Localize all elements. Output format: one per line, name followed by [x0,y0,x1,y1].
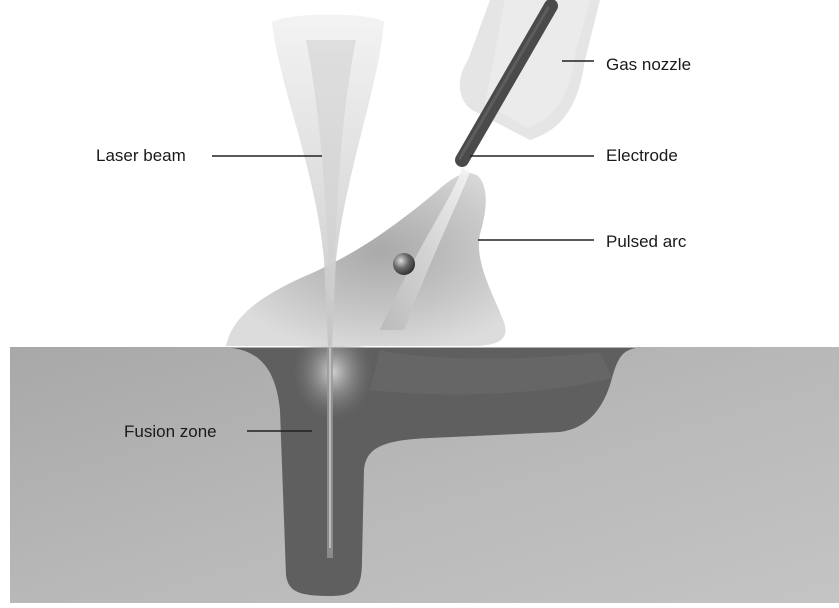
laser-beam-label: Laser beam [96,146,186,166]
droplet [393,253,415,275]
pulsed-arc-plume [226,173,506,346]
pulsed-arc-label: Pulsed arc [606,232,686,252]
electrode-label: Electrode [606,146,678,166]
fusion-zone-label: Fusion zone [124,422,217,442]
gas-nozzle-label: Gas nozzle [606,55,691,75]
